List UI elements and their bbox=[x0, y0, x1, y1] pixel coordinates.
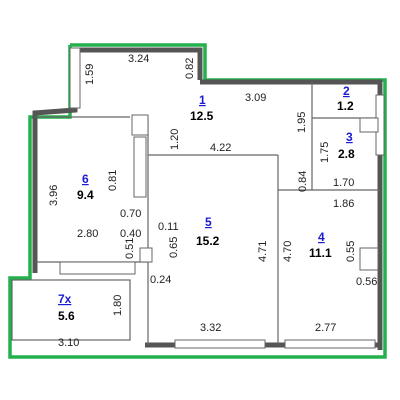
dim-2-80: 2.80 bbox=[77, 228, 98, 240]
dim-3-10: 3.10 bbox=[58, 337, 79, 349]
dim-4-22: 4.22 bbox=[210, 142, 231, 154]
dim-0-40: 0.40 bbox=[120, 228, 141, 240]
room-1-number: 1 bbox=[199, 93, 206, 107]
room-6-area: 9.4 bbox=[77, 188, 94, 202]
outer-wall-top bbox=[75, 47, 203, 80]
dim-0-70: 0.70 bbox=[120, 208, 141, 220]
window-bottom-room5 bbox=[174, 339, 266, 349]
kitchen-counter bbox=[133, 136, 147, 198]
room-1-area: 12.5 bbox=[190, 109, 214, 123]
dim-0-82: 0.82 bbox=[184, 58, 196, 79]
room-7x-number: 7x bbox=[58, 292, 72, 306]
dim-0-84: 0.84 bbox=[297, 171, 309, 192]
dim-0-24: 0.24 bbox=[150, 274, 171, 286]
dim-0-65: 0.65 bbox=[168, 237, 180, 258]
dim-1-59: 1.59 bbox=[84, 64, 96, 85]
room-5-number: 5 bbox=[205, 215, 212, 229]
dim-1-70: 1.70 bbox=[333, 177, 354, 189]
window-top-left bbox=[69, 47, 81, 109]
dim-0-81: 0.81 bbox=[107, 170, 119, 191]
dim-0-55: 0.55 bbox=[345, 241, 357, 262]
room-2-number: 2 bbox=[343, 84, 350, 98]
dim-1-80: 1.80 bbox=[112, 295, 124, 316]
room-3-number: 3 bbox=[346, 130, 353, 144]
stove bbox=[131, 114, 149, 136]
dim-3-24: 3.24 bbox=[128, 53, 149, 65]
window-bottom-room4 bbox=[284, 339, 376, 349]
room-4-number: 4 bbox=[318, 230, 325, 244]
dim-1-75: 1.75 bbox=[319, 142, 331, 163]
dim-2-77: 2.77 bbox=[315, 322, 336, 334]
dim-1-86: 1.86 bbox=[333, 198, 354, 210]
room-6-number: 6 bbox=[82, 172, 89, 186]
dim-4-70: 4.70 bbox=[282, 241, 294, 262]
room-7x-area: 5.6 bbox=[58, 309, 75, 323]
room-3-area: 2.8 bbox=[338, 147, 355, 161]
dim-0-11: 0.11 bbox=[158, 221, 179, 233]
dim-4-71: 4.71 bbox=[257, 241, 269, 262]
dim-3-32: 3.32 bbox=[200, 322, 221, 334]
dim-0-56: 0.56 bbox=[356, 276, 377, 288]
dim-3-09: 3.09 bbox=[245, 92, 266, 104]
dim-0-51: 0.51 bbox=[124, 238, 136, 259]
dim-1-20: 1.20 bbox=[169, 129, 181, 150]
outer-wall-top-right bbox=[200, 79, 383, 350]
room-2-area: 1.2 bbox=[337, 99, 354, 113]
dim-1-95: 1.95 bbox=[296, 112, 308, 133]
sink bbox=[359, 247, 379, 271]
room-5-area: 15.2 bbox=[196, 234, 220, 248]
balcony bbox=[11, 279, 131, 341]
dim-3-96: 3.96 bbox=[48, 185, 60, 206]
fixture-small bbox=[139, 247, 153, 263]
bath-fixture bbox=[359, 117, 379, 133]
room-4-area: 11.1 bbox=[309, 246, 332, 260]
window-kitchen bbox=[59, 261, 136, 275]
